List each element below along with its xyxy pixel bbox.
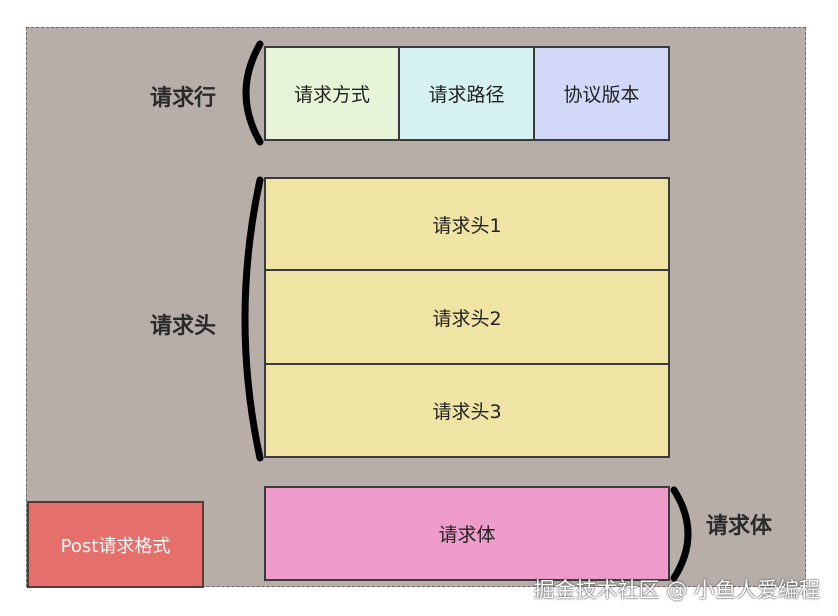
post-format-box: Post请求格式 — [27, 501, 204, 588]
header-row-1-text: 请求头1 — [432, 214, 502, 237]
cell-request-method-text: 请求方式 — [293, 84, 370, 106]
header-row-3-text: 请求头3 — [432, 401, 502, 423]
cell-protocol-version: 协议版本 — [533, 46, 670, 141]
cell-request-path-text: 请求路径 — [428, 84, 505, 106]
header-row-2-text: 请求头2 — [432, 307, 502, 330]
request-headers-brace — [241, 176, 264, 462]
request-body-box: 请求体 — [264, 486, 670, 581]
header-row-1: 请求头1 — [264, 177, 670, 271]
request-body-brace — [670, 486, 692, 582]
request-line-brace — [242, 40, 264, 146]
request-headers-label: 请求头 — [150, 314, 217, 339]
request-line-label: 请求行 — [150, 86, 217, 111]
request-body-label: 请求体 — [706, 514, 773, 539]
request-body-text: 请求体 — [438, 524, 496, 546]
watermark-text: 掘金技术社区 @ 小鱼人爱编程 — [533, 578, 820, 602]
post-format-text: Post请求格式 — [60, 535, 171, 557]
cell-request-method: 请求方式 — [264, 46, 400, 141]
cell-protocol-version-text: 协议版本 — [563, 84, 640, 106]
cell-request-path: 请求路径 — [398, 46, 535, 141]
header-row-2: 请求头2 — [264, 269, 670, 365]
header-row-3: 请求头3 — [264, 363, 670, 458]
